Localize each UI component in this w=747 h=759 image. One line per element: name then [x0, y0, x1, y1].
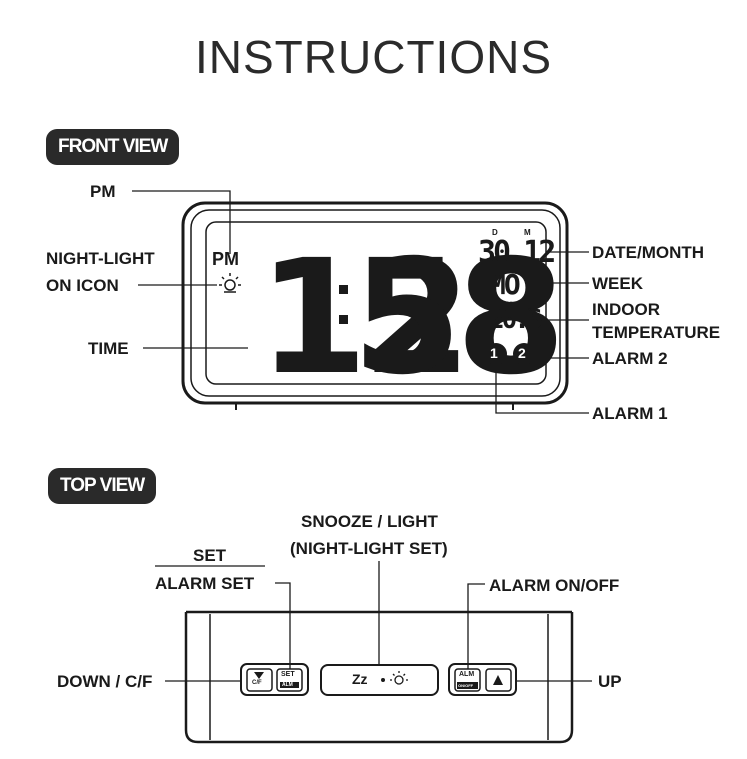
snooze-button-outline — [320, 664, 439, 696]
label-alarm-set: ALARM SET — [155, 574, 255, 593]
set-button-bottom: ALM — [282, 682, 293, 688]
time-digits-shape-2: 58 — [352, 226, 560, 410]
alarm-button-bottom: ON/OFF — [458, 683, 474, 688]
label-night-light-2: ON ICON — [46, 276, 119, 295]
temp-unit: °C — [528, 307, 537, 316]
label-snooze-2: (NIGHT-LIGHT SET) — [290, 539, 448, 558]
right-button-group — [448, 663, 517, 696]
label-snooze-1: SNOOZE / LIGHT — [301, 512, 438, 531]
colon-dot-top — [339, 285, 348, 294]
top-leader-lines — [155, 561, 592, 682]
date-display: 30.12 — [478, 235, 556, 270]
down-arrow-icon — [254, 672, 264, 679]
alarm2-badge: 2 — [518, 345, 526, 361]
alarm2-icon — [513, 343, 535, 365]
label-alarm-on-off: ALARM ON/OFF — [489, 576, 620, 595]
label-up: UP — [598, 672, 622, 691]
snooze-light-icon — [390, 671, 408, 685]
top-view-badge: TOP VIEW — [50, 470, 155, 502]
temperature-display: 20.6 — [489, 305, 543, 335]
label-night-light-1: NIGHT-LIGHT — [46, 249, 155, 268]
set-button-top: SET — [281, 671, 295, 678]
front-view-badge: FRONT VIEW — [48, 131, 178, 163]
label-set: SET — [193, 546, 227, 565]
down-button-sub: C/F — [252, 680, 262, 686]
label-indoor: INDOOR — [592, 300, 660, 319]
alarm1-badge: 1 — [490, 345, 498, 361]
weekday-display: MO — [489, 268, 521, 301]
label-alarm1: ALARM 1 — [592, 404, 668, 423]
label-date-month: DATE/MONTH — [592, 243, 705, 262]
date-marker: D — [492, 228, 498, 237]
night-light-icon — [219, 273, 241, 293]
snooze-button-text: Zz — [352, 671, 368, 687]
clock-body-front — [181, 201, 569, 410]
alarm-button-top: ALM — [459, 671, 475, 678]
up-arrow-icon — [493, 675, 503, 685]
alarm1-icon — [485, 343, 507, 365]
label-alarm2: ALARM 2 — [592, 349, 668, 368]
time-digits-shape: 12 — [258, 226, 466, 410]
page-title: INSTRUCTIONS — [195, 31, 552, 83]
label-down: DOWN / C/F — [57, 672, 153, 691]
left-button-group — [240, 663, 309, 696]
label-time: TIME — [88, 339, 129, 358]
month-marker: M — [524, 228, 531, 237]
label-week: WEEK — [592, 274, 643, 293]
colon-dot-bottom — [339, 315, 348, 324]
label-pm: PM — [90, 182, 116, 201]
label-temperature: TEMPERATURE — [592, 323, 721, 342]
pm-indicator: PM — [212, 249, 239, 269]
front-leader-lines — [132, 190, 589, 414]
